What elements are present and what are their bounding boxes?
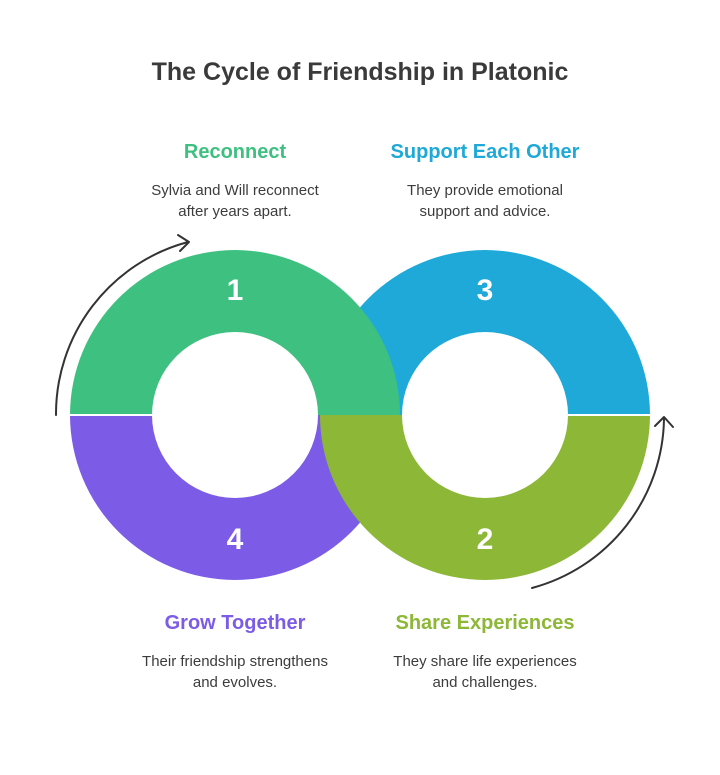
segment-reconnect [70,250,400,415]
flow-arrow-right [531,418,665,589]
segment-share [320,415,650,580]
step-4-description-line-1: Their friendship strengthens [142,653,328,670]
step-3-description: They provide emotional support and advic… [335,180,635,222]
step-4-number: 4 [227,523,244,556]
flow-arrow-right-head [654,416,674,428]
step-2-label: Share Experiences [395,612,575,634]
step-1-description-line-2: after years apart. [178,203,292,220]
flow-arrow-left [54,241,189,416]
step-3-label: Support Each Other [390,141,580,163]
step-2-number: 2 [477,523,494,556]
step-3-description-line-1: They provide emotional [407,182,563,199]
step-1-number: 1 [227,274,244,307]
segment-support [320,250,650,415]
step-1-description: Sylvia and Will reconnect after years ap… [85,180,385,222]
flow-arrow-left-head [177,234,190,252]
step-2-description-line-2: and challenges. [432,674,538,691]
segment-grow [70,415,400,580]
diagram-title: The Cycle of Friendship in Platonic [151,58,569,86]
step-3-description-line-2: support and advice. [419,203,551,220]
step-3-number: 3 [477,274,494,307]
step-4-label: Grow Together [164,612,306,634]
step-2-description: They share life experiences and challeng… [335,651,635,693]
step-2-description-line-1: They share life experiences [393,653,577,670]
step-1-description-line-1: Sylvia and Will reconnect [151,182,319,199]
step-4-description-line-2: and evolves. [192,674,278,691]
step-4-description: Their friendship strengthens and evolves… [85,651,385,693]
step-1-label: Reconnect [183,141,287,163]
